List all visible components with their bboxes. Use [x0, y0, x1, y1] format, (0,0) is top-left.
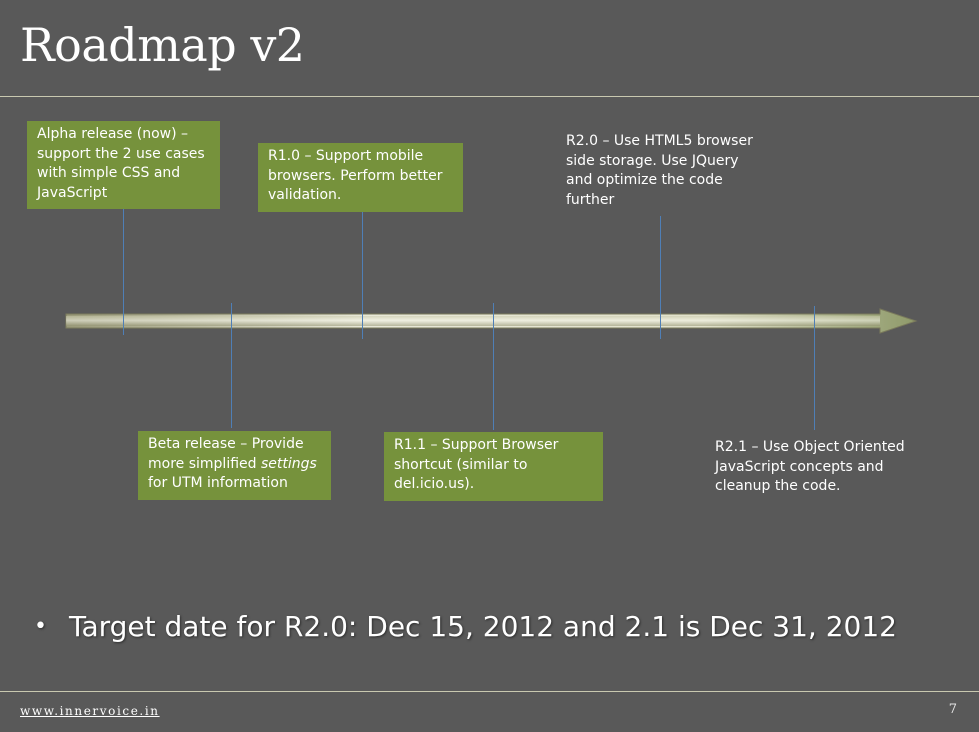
- title-divider: [0, 96, 979, 97]
- footer-link[interactable]: www.innervoice.in: [20, 704, 160, 718]
- milestone-r20-text: R2.0 – Use HTML5 browser side storage. U…: [566, 133, 753, 208]
- milestone-r10-text: R1.0 – Support mobile browsers. Perform …: [268, 148, 443, 203]
- connector-r20: [660, 216, 661, 339]
- milestone-beta-text-end: for UTM information: [148, 475, 288, 491]
- milestone-alpha-text: Alpha release (now) – support the 2 use …: [37, 126, 205, 201]
- connector-alpha: [123, 209, 124, 335]
- connector-r21: [814, 306, 815, 430]
- milestone-r10: R1.0 – Support mobile browsers. Perform …: [258, 143, 463, 212]
- milestone-r11: R1.1 – Support Browser shortcut (similar…: [384, 432, 603, 501]
- milestone-r11-text: R1.1 – Support Browser shortcut (similar…: [394, 437, 559, 492]
- slide-title: Roadmap v2: [20, 18, 305, 72]
- milestone-beta-text: Beta release – Provide more simplified: [148, 436, 304, 472]
- milestone-beta-emphasis: settings: [260, 455, 317, 472]
- slide-number: 7: [948, 702, 957, 717]
- target-date-bullet: • Target date for R2.0: Dec 15, 2012 and …: [34, 610, 897, 643]
- milestone-r21: R2.1 – Use Object Oriented JavaScript co…: [705, 434, 925, 502]
- milestone-r20: R2.0 – Use HTML5 browser side storage. U…: [556, 128, 776, 212]
- bullet-icon: •: [34, 614, 47, 639]
- connector-r11: [493, 303, 494, 430]
- milestone-r21-text: R2.1 – Use Object Oriented JavaScript co…: [715, 439, 905, 494]
- connector-r10: [362, 212, 363, 339]
- target-date-text: Target date for R2.0: Dec 15, 2012 and 2…: [68, 610, 897, 643]
- milestone-beta: Beta release – Provide more simplified s…: [138, 431, 331, 500]
- footer-divider: [0, 691, 979, 692]
- connector-beta: [231, 303, 232, 428]
- milestone-alpha: Alpha release (now) – support the 2 use …: [27, 121, 220, 209]
